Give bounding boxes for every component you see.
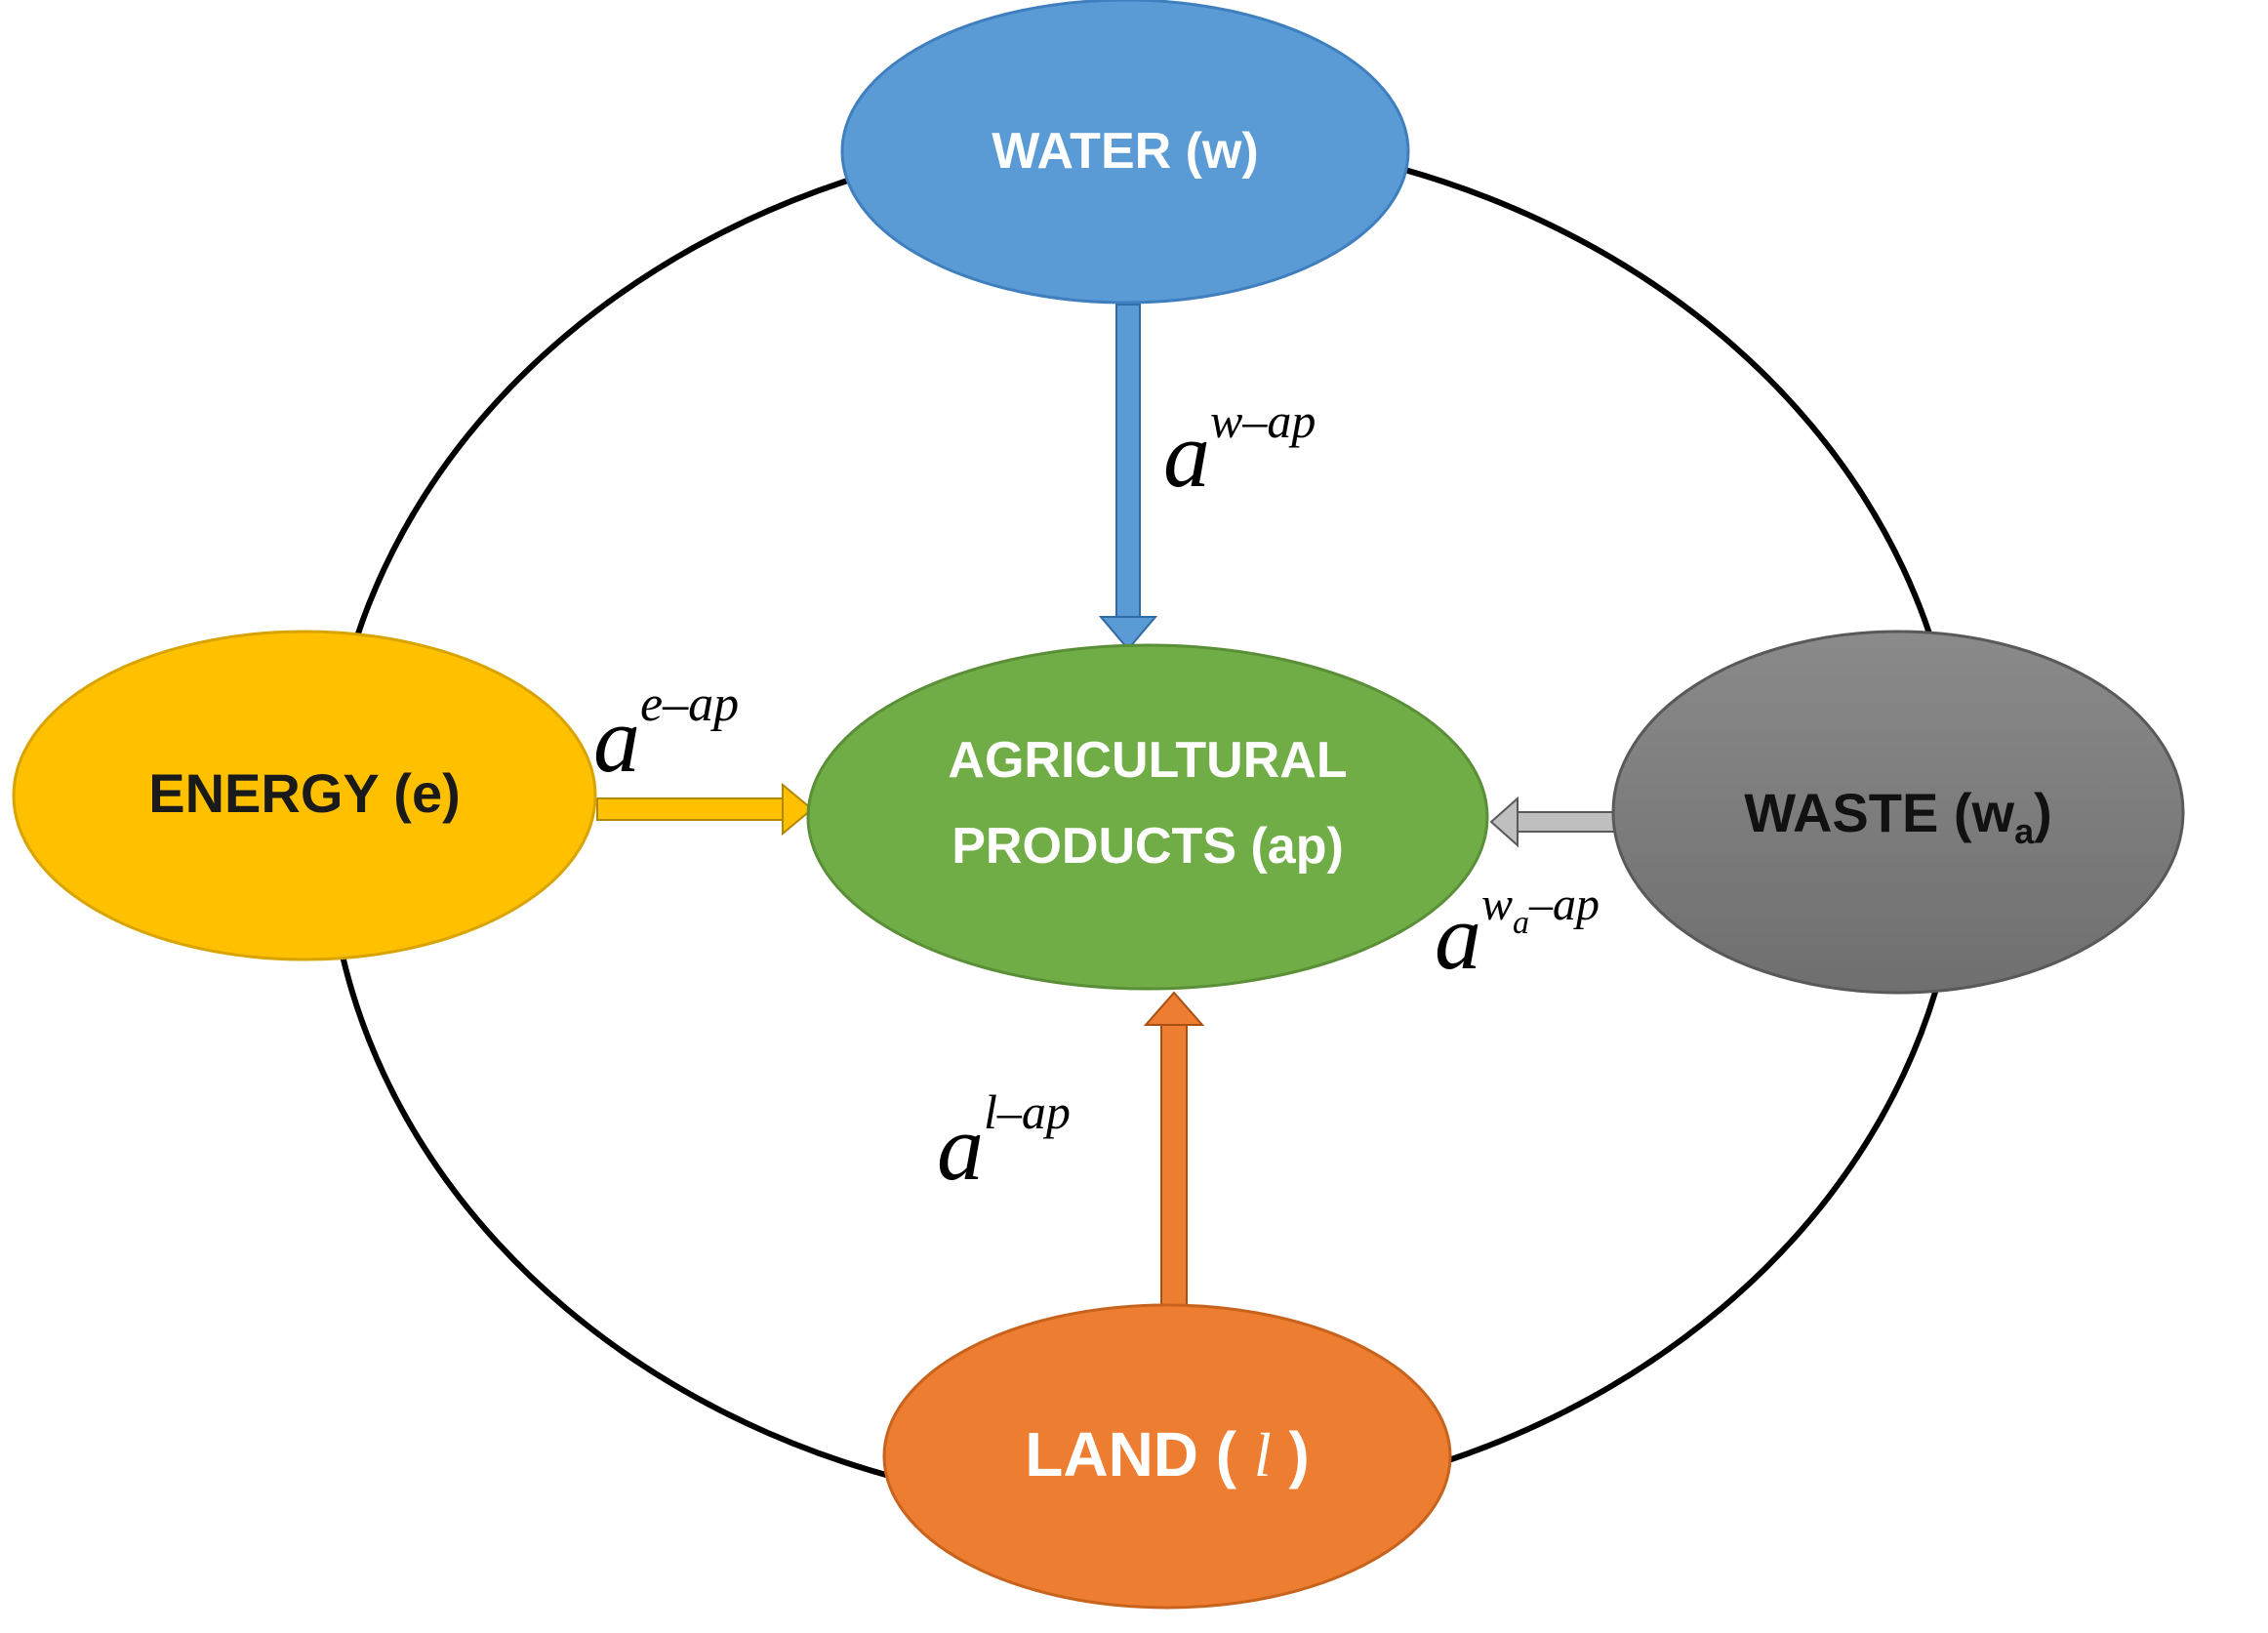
water-label: WATER (w) bbox=[992, 123, 1258, 180]
waste-label-main: WASTE (w bbox=[1744, 782, 2014, 843]
waste-coefficient: awa–ap bbox=[1435, 878, 1600, 989]
svg-text:WASTE (wa): WASTE (wa) bbox=[1744, 782, 2052, 851]
waste-node: WASTE (wa) bbox=[1611, 630, 2185, 995]
center-node: AGRICULTURAL PRODUCTS (ap) bbox=[806, 643, 1489, 991]
land-label-close: ) bbox=[1272, 1419, 1310, 1490]
water-node: WATER (w) bbox=[840, 0, 1410, 305]
center-label-line1: AGRICULTURAL bbox=[948, 732, 1347, 789]
waste-label-sub: a bbox=[2014, 811, 2035, 851]
energy-label: ENERGY (e) bbox=[148, 762, 460, 824]
land-label-italic: l bbox=[1254, 1420, 1272, 1490]
svg-text:LAND ( l ): LAND ( l ) bbox=[1025, 1419, 1310, 1490]
water-to-ap-arrow bbox=[1098, 304, 1158, 651]
energy-to-ap-arrow bbox=[596, 782, 814, 837]
energy-node: ENERGY (e) bbox=[12, 630, 597, 961]
land-coefficient: al–ap bbox=[937, 1084, 1071, 1200]
land-label-main: LAND ( bbox=[1025, 1419, 1254, 1490]
energy-coefficient: ae–ap bbox=[593, 676, 739, 792]
water-coefficient: aw–ap bbox=[1163, 393, 1316, 507]
waste-label-close: ) bbox=[2034, 782, 2052, 843]
land-to-ap-arrow bbox=[1143, 991, 1205, 1323]
center-label-line2: PRODUCTS (ap) bbox=[952, 818, 1344, 875]
land-node: LAND ( l ) bbox=[882, 1303, 1452, 1610]
